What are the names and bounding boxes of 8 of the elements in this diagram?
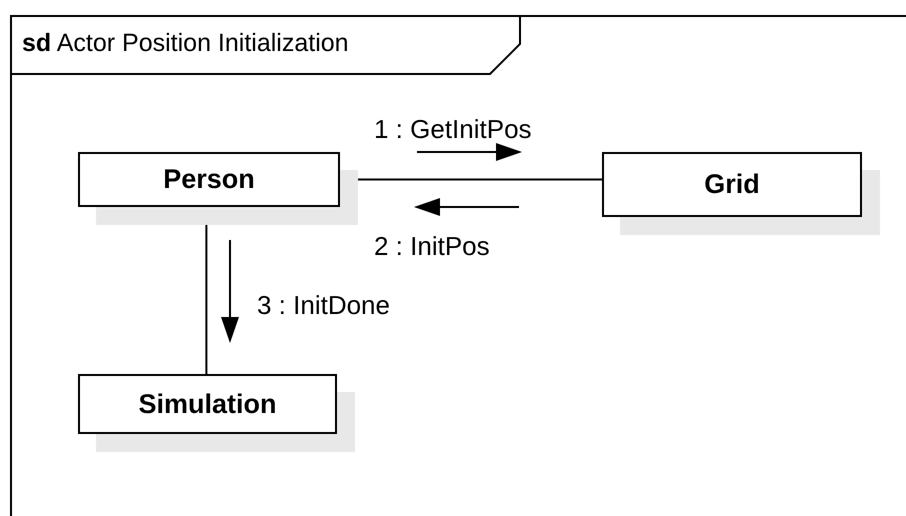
message-label: 3 : InitDone [257, 290, 390, 321]
object-name: Simulation [138, 388, 276, 420]
object-name: Person [163, 164, 255, 195]
object-name: Grid [704, 169, 760, 200]
message-label: 2 : InitPos [374, 231, 490, 262]
frame-title: sd Actor Position Initialization [22, 29, 349, 58]
message-label: 1 : GetInitPos [374, 114, 532, 145]
frame [10, 15, 906, 516]
